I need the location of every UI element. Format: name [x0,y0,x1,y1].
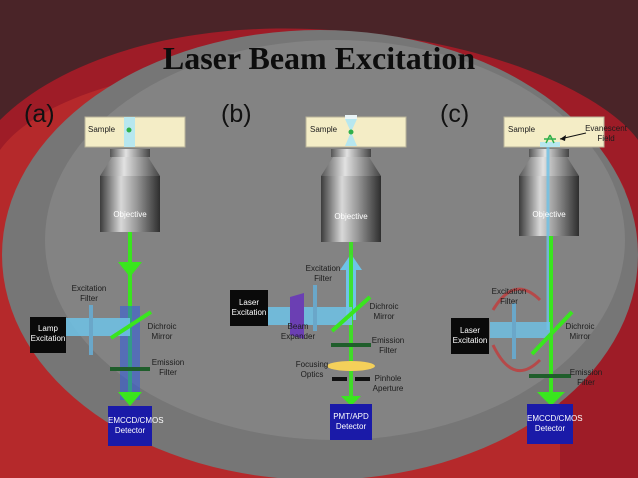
evanescent-pointer-head-c [560,135,566,141]
sample-slide-b [305,116,407,148]
objective-tip-b [331,149,371,157]
red-sweep-upper-c [491,287,542,311]
dichroic-mirror-label-c: Dichroic Mirror [565,322,595,341]
excitation-beam-horizontal-c [490,322,550,338]
focusing-optics-b [327,361,375,371]
dichroic-mirror-label-b: Dichroic Mirror [369,302,399,321]
dichroic-mirror-b [330,295,372,333]
excitation-filter-label-a: Excitation Filter [71,284,107,303]
detector-box-c [527,404,573,444]
panel-label-b: (b) [221,100,252,128]
laser-box-b [230,290,268,326]
lamp-excitation-label-a: Lamp Excitation [30,324,66,343]
slide-title: Laser Beam Excitation [162,40,476,76]
objective-cone-b [321,157,381,176]
fluorophore-a [126,127,132,133]
evanescent-zone-c [540,142,560,147]
emission-arrow-upper-a [118,262,142,277]
dichroic-mirror-c [530,310,574,356]
dichroic-mirror-a [109,310,153,340]
excitation-filter-label-c: Excitation Filter [491,287,527,306]
pinhole-left-b [332,377,347,381]
dichroic-mirror-label-a: Dichroic Mirror [147,322,177,341]
sample-label-b: Sample [310,125,338,134]
emission-arrow-b [341,396,361,406]
detector-box-b [330,404,372,440]
evanescent-field-label-c: Evanescent Field [585,124,627,143]
emission-filter-label-c: Emission Filter [569,368,603,387]
fluorophore-c [544,134,556,144]
laser-excitation-label-b: Laser Excitation [231,298,267,317]
fluorophore-b [348,129,354,135]
objective-label-c: Objective [532,210,566,219]
objective-label-b: Objective [334,212,368,221]
detector-box-a [108,406,152,446]
emission-filter-b [331,343,371,347]
excitation-beam-horizontal-b [268,307,352,325]
sample-label-a: Sample [88,125,116,134]
pinhole-aperture-label-b: Pinhole Aperture [372,374,404,393]
emission-filter-a [110,367,150,371]
emission-filter-label-b: Emission Filter [371,336,405,355]
detector-label-c: EMCCD/CMOS Detector [527,414,583,433]
beam-expander-label-b: Beam Expander [280,322,316,341]
excitation-filter-label-b: Excitation Filter [305,264,341,283]
excitation-filter-a [89,305,93,355]
laser-box-c [451,318,489,354]
excitation-filter-c [512,303,516,359]
objective-cone-a [100,157,160,176]
panel-label-a: (a) [24,100,55,128]
emission-filter-label-a: Emission Filter [151,358,185,377]
objective-label-a: Objective [113,210,147,219]
red-sweep-lower-c [491,344,542,373]
detector-label-a: EMCCD/CMOS Detector [108,416,164,435]
laser-excitation-label-c: Laser Excitation [452,326,488,345]
objective-body-a [100,176,160,232]
emission-arrow-c [537,392,565,406]
panel-a [30,116,186,446]
panel-b [230,115,407,440]
excitation-filter-b [313,285,317,331]
focusing-optics-label-b: Focusing Optics [295,360,329,379]
emission-filter-c [529,374,571,378]
detector-label-b: PMT/APD Detector [333,412,369,431]
beam-expander-b [290,293,304,339]
emission-beam-c [549,236,553,400]
sample-top-marker-b [345,115,357,120]
panel-label-c: (c) [440,100,470,128]
objective-body-b [321,176,381,242]
panel-c [451,116,605,444]
excitation-beam-a [66,318,130,336]
sample-label-c: Sample [508,125,536,134]
objective-tip-a [110,149,150,157]
lamp-box-a [30,317,66,353]
emission-arrow-lower-a [118,392,142,406]
pinhole-right-b [355,377,370,381]
